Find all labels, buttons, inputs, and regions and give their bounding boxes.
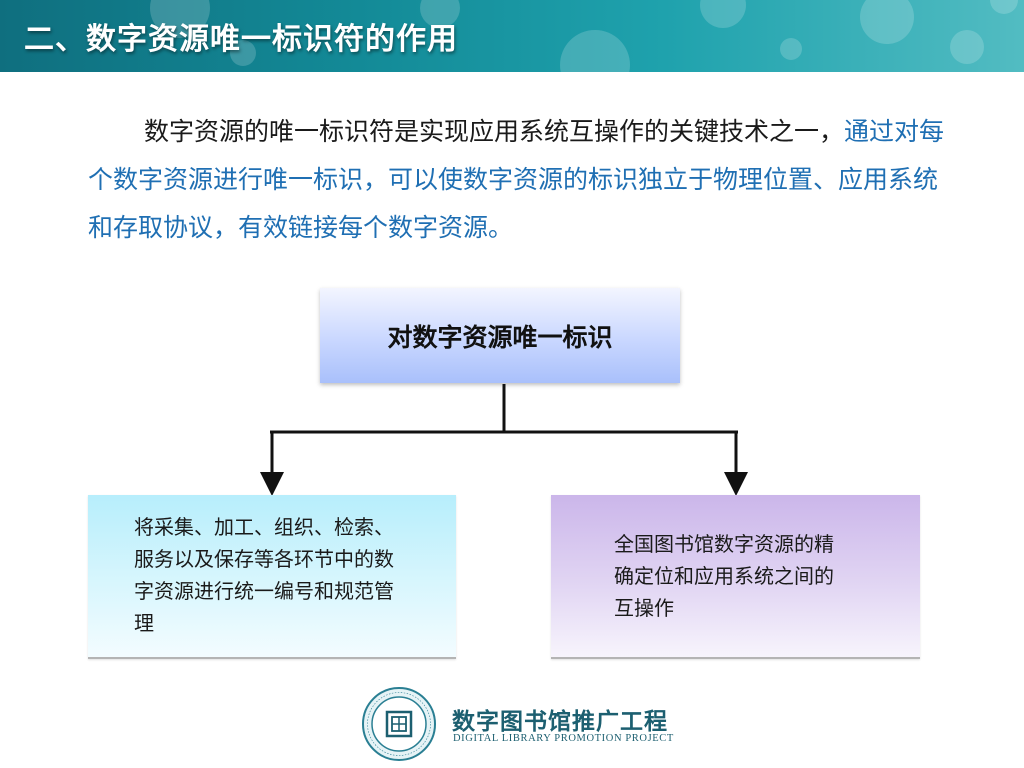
left-line: 服务以及保存等各环节中的数 [134, 547, 394, 571]
diagram-root-label: 对数字资源唯一标识 [387, 322, 613, 352]
right-line: 全国图书馆数字资源的精 [614, 532, 834, 556]
right-line: 确定位和应用系统之间的 [614, 564, 834, 588]
left-line: 字资源进行统一编号和规范管 [134, 579, 394, 603]
left-line: 将采集、加工、组织、检索、 [134, 515, 394, 539]
logo-english-name: DIGITAL LIBRARY PROMOTION PROJECT [453, 733, 674, 744]
intro-text-normal: 数字资源的唯一标识符是实现应用系统互操作的关键技术之一， [144, 117, 845, 146]
intro-text-highlight: 通过对每个数字资源进行唯一标识，可以使数字资源的标识独立于物理位置、应用系统和存… [88, 117, 945, 242]
logo-chinese-name: 数字图书馆推广工程 [452, 708, 668, 735]
left-line: 理 [134, 611, 154, 635]
diagram-left-text: 将采集、加工、组织、检索、 服务以及保存等各环节中的数 字资源进行统一编号和规范… [134, 511, 434, 639]
library-logo-icon [362, 687, 436, 761]
header-banner: 二、数字资源唯一标识符的作用 [0, 0, 1024, 72]
diagram-right-text: 全国图书馆数字资源的精 确定位和应用系统之间的 互操作 [614, 528, 884, 624]
diagram-left-node: 将采集、加工、组织、检索、 服务以及保存等各环节中的数 字资源进行统一编号和规范… [88, 495, 456, 659]
page-title: 二、数字资源唯一标识符的作用 [24, 22, 458, 57]
diagram-right-node: 全国图书馆数字资源的精 确定位和应用系统之间的 互操作 [551, 495, 920, 659]
diagram-root-node: 对数字资源唯一标识 [320, 288, 680, 383]
right-line: 互操作 [614, 596, 674, 620]
intro-paragraph: 数字资源的唯一标识符是实现应用系统互操作的关键技术之一，通过对每个数字资源进行唯… [88, 108, 948, 252]
